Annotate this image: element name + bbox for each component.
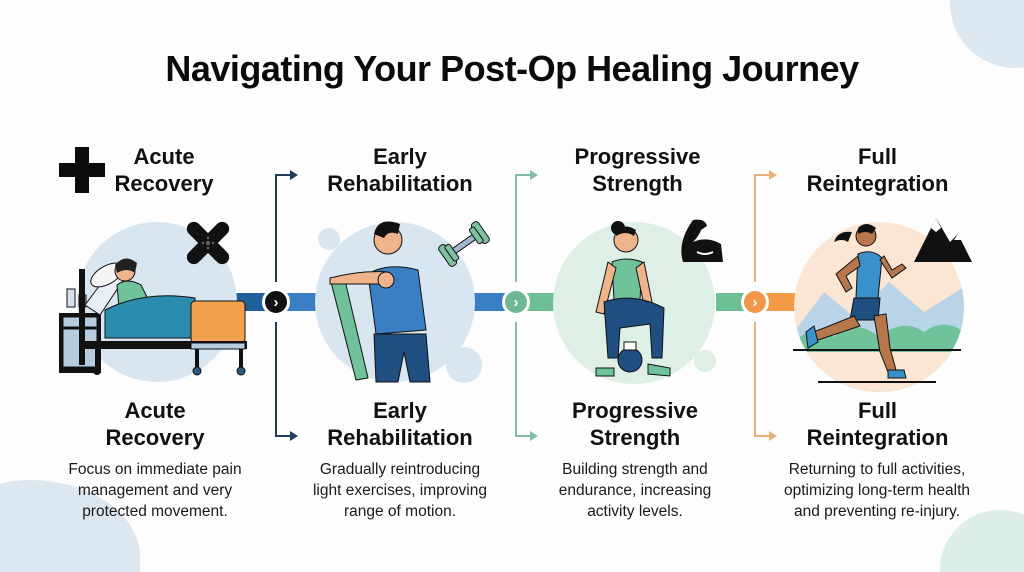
- flexed-bicep-icon: [681, 219, 723, 262]
- mountain-icon: [914, 218, 972, 262]
- woman-running-outdoors: [805, 224, 907, 379]
- connector-node-1[interactable]: ›: [262, 288, 290, 316]
- stage-4-title: Full Reintegration: [806, 398, 949, 450]
- stage-1-title: Acute Recovery: [105, 398, 205, 450]
- decorative-dot: [318, 228, 340, 250]
- stage-1-description: Focus on immediate pain management and v…: [68, 461, 242, 520]
- stage-3-title: Progressive Strength: [572, 398, 698, 450]
- stage-2-header: Early Rehabilitation: [327, 144, 473, 196]
- chevron-right-icon: ›: [273, 293, 279, 311]
- man-stretching-with-band: [329, 221, 431, 383]
- medical-cross-icon: [59, 147, 105, 193]
- dumbbell-icon: [438, 221, 490, 267]
- chevron-right-icon: ›: [513, 293, 519, 311]
- progress-track-segment-3: [470, 293, 510, 311]
- ground-line: [818, 381, 936, 383]
- ground-line: [793, 349, 961, 351]
- stage-4-description: Returning to full activities, optimizing…: [783, 461, 971, 520]
- stage-3-description: Building strength and endurance, increas…: [558, 461, 712, 520]
- connector-node-3[interactable]: ›: [741, 288, 769, 316]
- woman-lifting-kettlebell: [595, 221, 671, 377]
- page-title: Navigating Your Post-Op Healing Journey: [165, 48, 859, 89]
- stage-1-header: Acute Recovery: [114, 144, 214, 196]
- bandage-icon: [186, 221, 230, 265]
- stage-4-header: Full Reintegration: [806, 144, 949, 196]
- chevron-right-icon: ›: [752, 293, 758, 311]
- stage-2-title: Early Rehabilitation: [327, 398, 473, 450]
- patient-in-hospital-bed: [59, 258, 247, 376]
- stage-3-header: Progressive Strength: [574, 144, 701, 196]
- decorative-dot: [446, 347, 482, 383]
- decorative-dot: [694, 350, 716, 372]
- connector-node-2[interactable]: ›: [502, 288, 530, 316]
- stage-2-description: Gradually reintroducing light exercises,…: [312, 461, 487, 520]
